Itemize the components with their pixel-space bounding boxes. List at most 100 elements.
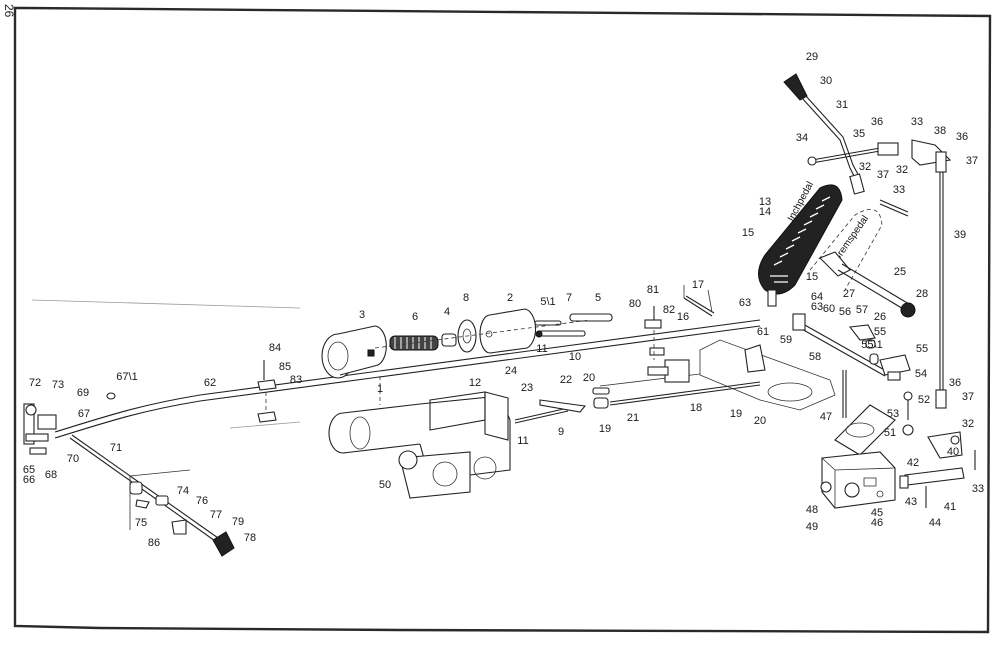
diagram-frame bbox=[13, 6, 992, 634]
callout-71: 71 bbox=[110, 442, 122, 454]
callout-78: 78 bbox=[244, 532, 256, 544]
lever-71 bbox=[69, 434, 235, 557]
callout-18: 18 bbox=[690, 402, 702, 414]
callout-15: 15 bbox=[806, 271, 818, 283]
callout-50: 50 bbox=[379, 479, 391, 491]
bar-41 bbox=[899, 467, 965, 489]
callout-63: 63 bbox=[739, 297, 751, 309]
cylinder-3 bbox=[321, 325, 387, 379]
control-rod-62 bbox=[54, 319, 761, 439]
callout-65: 65 bbox=[23, 464, 35, 476]
callout-33: 33 bbox=[972, 483, 984, 495]
callout-36: 36 bbox=[949, 377, 961, 389]
callout-73: 73 bbox=[52, 379, 64, 391]
callout-24: 24 bbox=[505, 365, 517, 377]
callout-37: 37 bbox=[966, 155, 978, 167]
callout-7: 7 bbox=[566, 292, 572, 304]
callout-59: 59 bbox=[780, 334, 792, 346]
callout-36: 36 bbox=[871, 116, 883, 128]
callout-81: 81 bbox=[647, 284, 659, 296]
link-52 bbox=[902, 391, 914, 436]
callout-54: 54 bbox=[915, 368, 927, 380]
callout-11: 11 bbox=[536, 343, 547, 355]
callout-44: 44 bbox=[929, 517, 941, 529]
callout-5: 5 bbox=[595, 292, 601, 304]
callout-33: 33 bbox=[911, 116, 923, 128]
callout-51: 51 bbox=[884, 427, 896, 439]
callout-72: 72 bbox=[29, 377, 41, 389]
guide-line bbox=[129, 469, 191, 477]
assembly-axis bbox=[374, 319, 591, 349]
background-rails bbox=[31, 299, 301, 429]
callout-3: 3 bbox=[359, 309, 365, 321]
clevis-19 bbox=[592, 387, 610, 409]
callout-76: 76 bbox=[196, 495, 208, 507]
callout-69: 69 bbox=[77, 387, 89, 399]
floor-plate bbox=[647, 339, 836, 411]
callout-39: 39 bbox=[954, 229, 966, 241]
link-22 bbox=[539, 399, 587, 413]
callout-68: 68 bbox=[45, 469, 57, 481]
callout-32: 32 bbox=[962, 418, 974, 430]
callout-77: 77 bbox=[210, 509, 222, 521]
callout-74: 74 bbox=[177, 485, 189, 497]
callout-15: 15 bbox=[742, 227, 754, 239]
pin-5-1 bbox=[534, 320, 562, 326]
callout-27: 27 bbox=[843, 288, 855, 300]
shift-lever-31 bbox=[783, 73, 865, 195]
callout-32: 32 bbox=[859, 161, 871, 173]
callout-17: 17 bbox=[692, 279, 704, 291]
callout-26: 26 bbox=[874, 311, 886, 323]
callout-53: 53 bbox=[887, 408, 899, 420]
callout-67: 67 bbox=[78, 408, 90, 420]
callout-61: 61 bbox=[757, 326, 769, 338]
callout-41: 41 bbox=[944, 501, 956, 513]
callout-37: 37 bbox=[877, 169, 889, 181]
rod-35 bbox=[807, 142, 899, 166]
callout-57: 57 bbox=[856, 304, 868, 316]
callout-62: 62 bbox=[204, 377, 216, 389]
callout-13: 13 bbox=[759, 196, 771, 208]
callout-43: 43 bbox=[905, 496, 917, 508]
callout-36: 36 bbox=[956, 131, 968, 143]
rod-9 bbox=[514, 407, 569, 424]
callout-2: 2 bbox=[507, 292, 513, 304]
callout-85: 85 bbox=[279, 361, 291, 373]
callout-47: 47 bbox=[820, 411, 832, 423]
callout-83: 83 bbox=[290, 374, 302, 386]
callout-84: 84 bbox=[269, 342, 281, 354]
callout-8: 8 bbox=[463, 292, 469, 304]
callout-5-1: 5\1 bbox=[540, 296, 555, 308]
callout-9: 9 bbox=[558, 426, 564, 438]
callout-30: 30 bbox=[820, 75, 832, 87]
callout-49: 49 bbox=[806, 521, 818, 533]
callout-66: 66 bbox=[23, 474, 35, 486]
pin-5 bbox=[569, 313, 613, 322]
callout-75: 75 bbox=[135, 517, 147, 529]
callout-82: 82 bbox=[663, 304, 675, 316]
left-bracket-72 bbox=[23, 403, 57, 455]
callout-6: 6 bbox=[412, 311, 418, 323]
callout-45: 45 bbox=[871, 507, 883, 519]
cylinder-body-2 bbox=[479, 308, 537, 354]
bolt-47 bbox=[842, 370, 847, 418]
callout-34: 34 bbox=[796, 132, 808, 144]
callout-38: 38 bbox=[934, 125, 946, 137]
pad-67-1 bbox=[106, 392, 116, 400]
block-83 bbox=[257, 360, 277, 423]
link-16 bbox=[683, 285, 715, 317]
spring-6 bbox=[389, 335, 439, 351]
callout-86: 86 bbox=[148, 537, 160, 549]
callout-52: 52 bbox=[918, 394, 930, 406]
callout-4: 4 bbox=[444, 306, 450, 318]
callout-55: 55 bbox=[874, 326, 886, 338]
callout-10: 10 bbox=[569, 351, 581, 363]
piston-4 bbox=[441, 333, 457, 347]
callout-35: 35 bbox=[853, 128, 865, 140]
bracket-12 bbox=[429, 391, 509, 441]
callout-31: 31 bbox=[836, 99, 848, 111]
callout-19: 19 bbox=[730, 408, 742, 420]
gasket-plate bbox=[834, 404, 896, 456]
callout-60: 60 bbox=[823, 303, 835, 315]
